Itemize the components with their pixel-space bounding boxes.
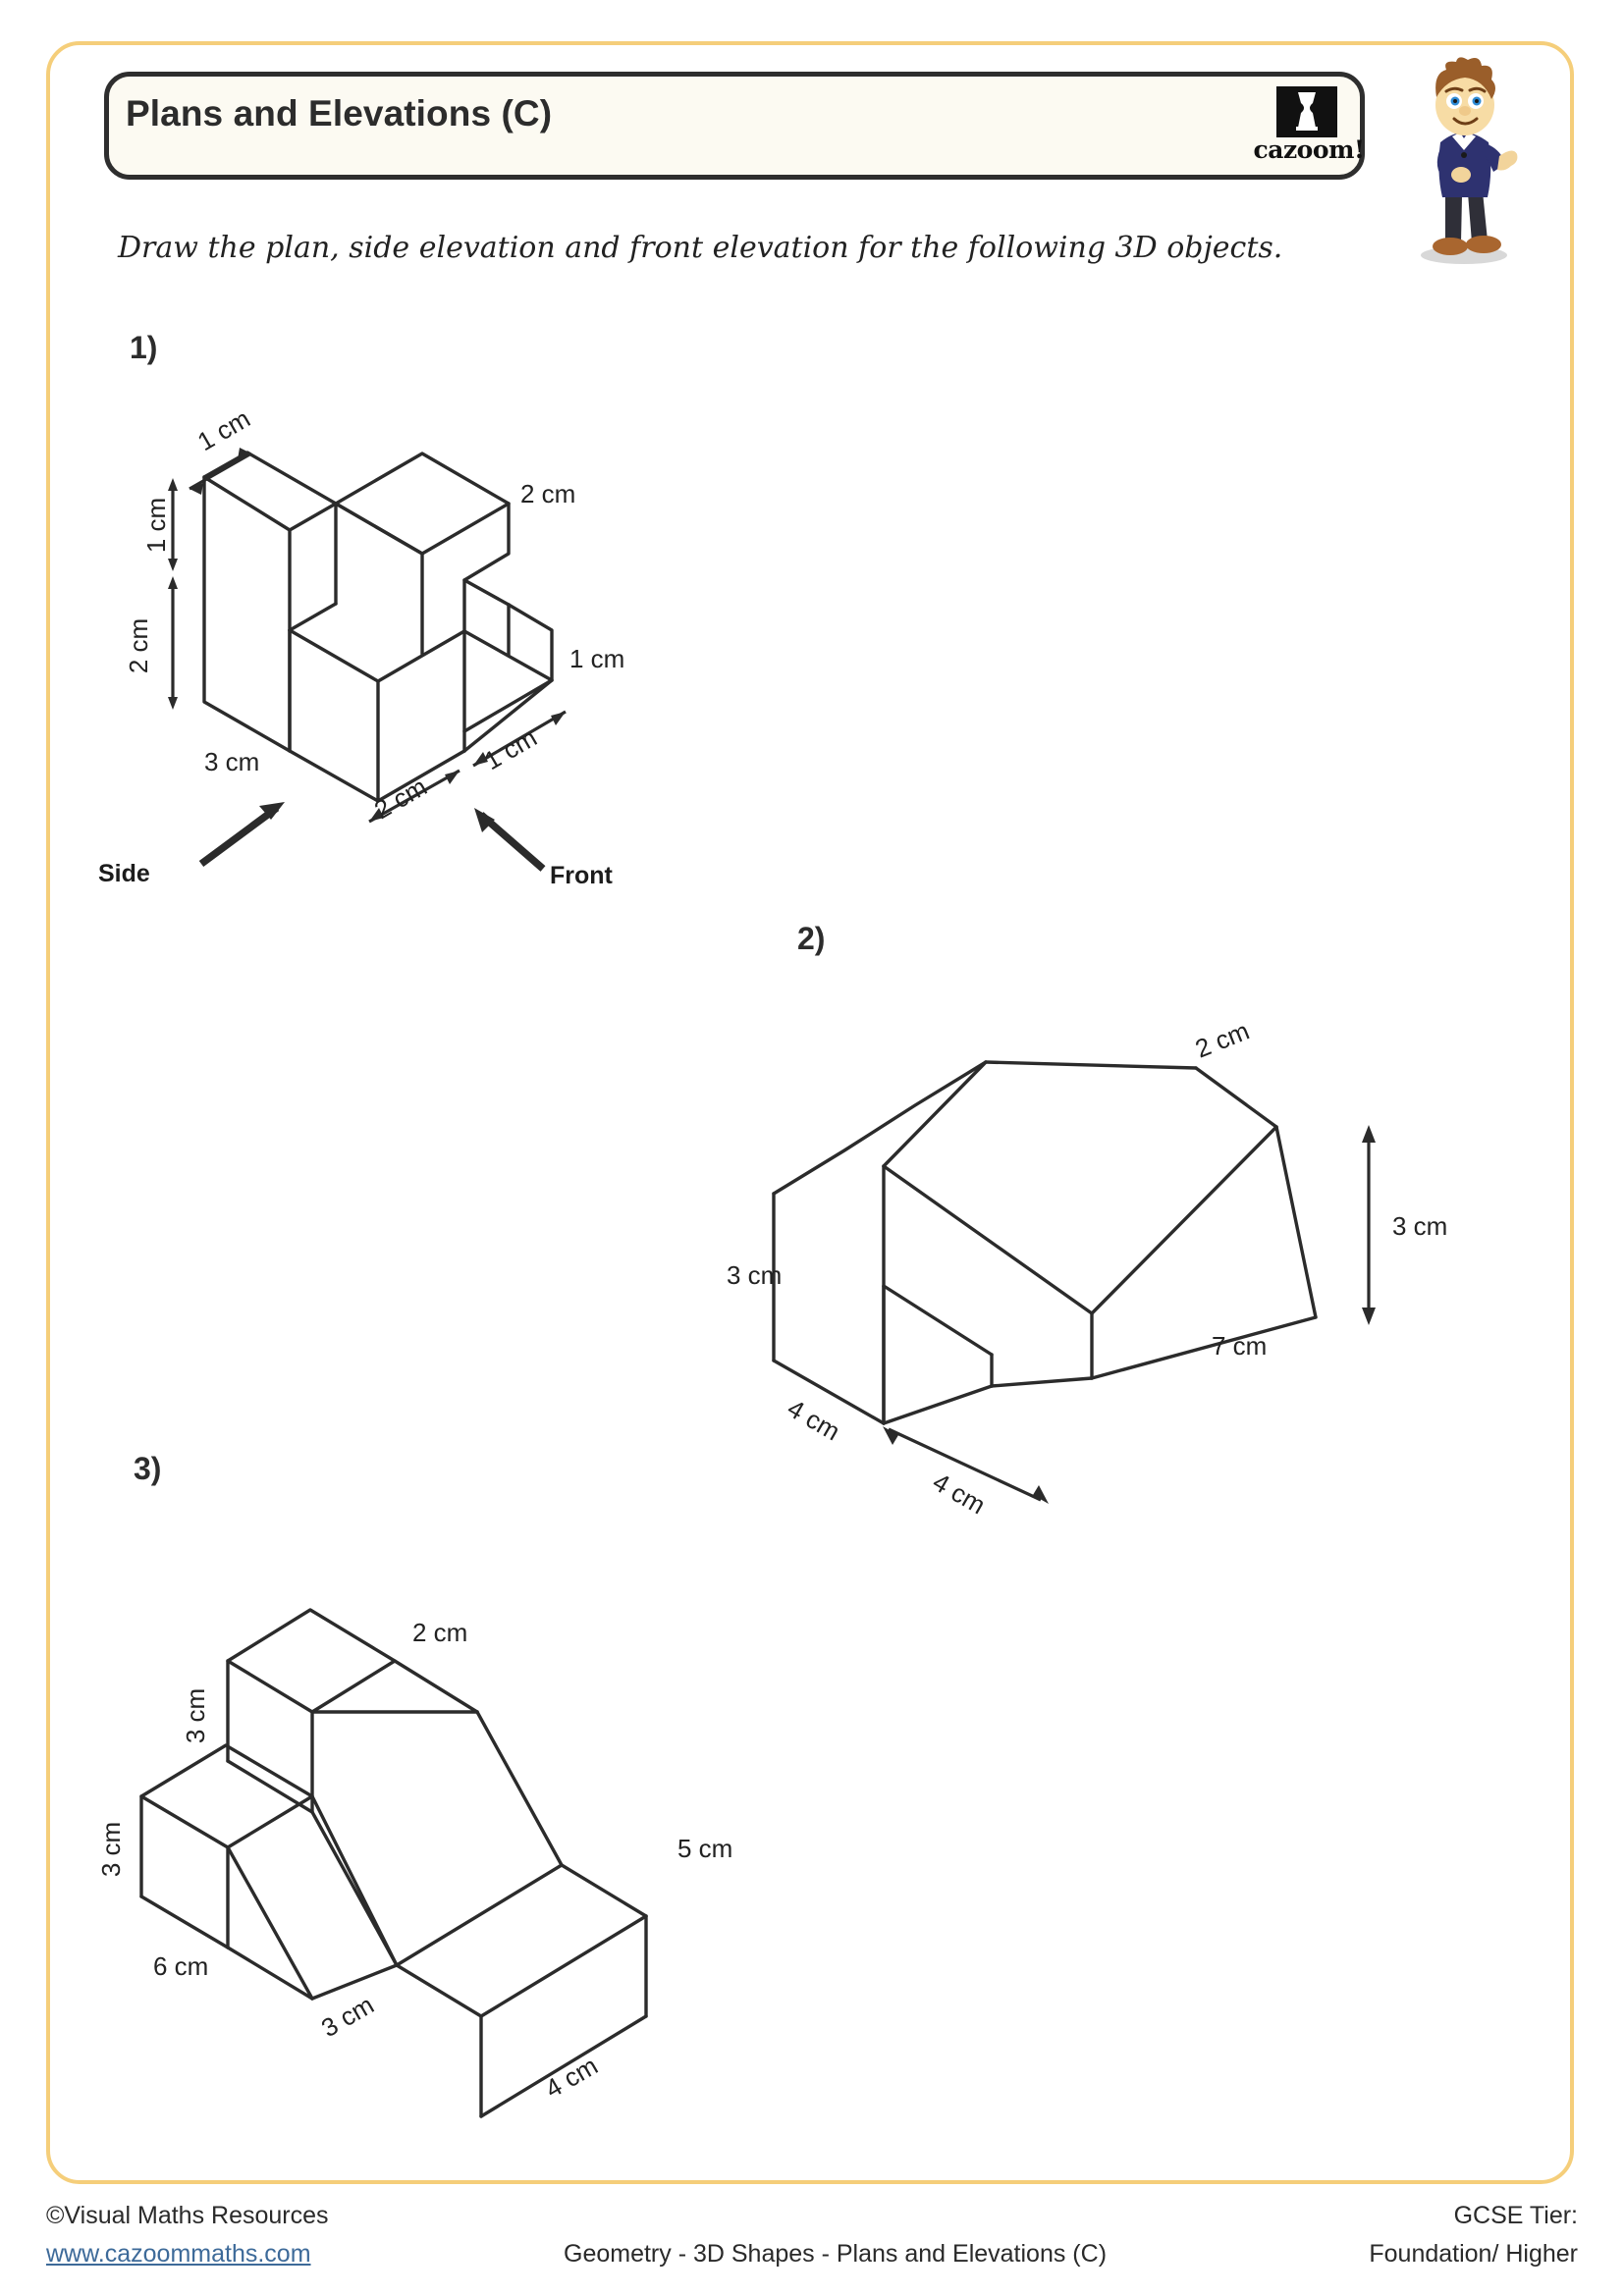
footer-tier-value: Foundation/ Higher — [1369, 2240, 1578, 2268]
mascot-character — [1389, 54, 1537, 270]
solid-3-edges — [139, 1608, 648, 2118]
front-view-pointer: Front — [474, 808, 614, 889]
question-number-1: 1) — [130, 330, 158, 365]
solid-2-edges — [772, 1060, 1318, 1425]
dim-label-1c: 1 cm — [141, 498, 171, 553]
dim-left-lower-height: 2 cm — [124, 576, 178, 710]
dim-label-2c: 3 cm — [727, 1260, 782, 1290]
figure-question-2: 2 cm 3 cm 3 cm 7 cm 4 cm 4 cm — [727, 942, 1551, 1531]
dim-label-3a: 2 cm — [412, 1618, 467, 1647]
dim-label-1e: 3 cm — [204, 747, 259, 776]
question-number-2: 2) — [797, 921, 826, 956]
cazoom-logo: cazoom! — [1249, 86, 1369, 167]
front-label: Front — [550, 862, 614, 889]
mascot-svg — [1421, 57, 1518, 264]
logo-wordmark: cazoom! — [1253, 135, 1365, 164]
dim-left-upper-height: 1 cm — [141, 478, 178, 571]
dim-label-3c: 3 cm — [96, 1822, 126, 1877]
logo-glyph-svg — [1276, 86, 1337, 137]
dim-label-3g: 4 cm — [540, 2051, 603, 2104]
footer-copyright: ©Visual Maths Resources — [46, 2202, 329, 2229]
dim-label-3f: 3 cm — [316, 1990, 379, 2043]
dim-label-2f: 4 cm — [928, 1467, 991, 1520]
footer-tier-label: GCSE Tier: — [1453, 2202, 1578, 2229]
figure-3-svg: 2 cm 3 cm 3 cm 5 cm 6 cm 3 cm 4 cm — [96, 1608, 732, 2118]
dim-label-2d: 7 cm — [1212, 1331, 1267, 1361]
figure-1-svg: 1 cm 2 cm 1 cm 2 cm 3 cm 1 cm 2 cm — [98, 403, 624, 889]
instruction-text: Draw the plan, side elevation and front … — [118, 231, 1283, 265]
dim-label-2a: 2 cm — [1191, 1016, 1253, 1064]
footer-topic: Geometry - 3D Shapes - Plans and Elevati… — [564, 2240, 1108, 2268]
hourglass-goblet-icon — [1276, 86, 1337, 137]
dim-bottom-right-depth: 1 cm — [472, 710, 567, 775]
page-title: Plans and Elevations (C) — [126, 93, 553, 133]
side-label: Side — [98, 860, 150, 887]
page-border — [46, 41, 1574, 2184]
dim-bottom-front-depth: 2 cm — [368, 769, 460, 825]
title-box — [104, 72, 1365, 180]
dim-label-3e: 6 cm — [153, 1951, 208, 1981]
side-view-pointer: Side — [98, 802, 285, 887]
dim-label-2e: 4 cm — [783, 1393, 845, 1446]
dim-label-1f: 1 cm — [569, 644, 624, 673]
dim-label-1b: 2 cm — [520, 479, 575, 508]
figure-2-svg: 2 cm 3 cm 3 cm 7 cm 4 cm 4 cm — [727, 1016, 1447, 1521]
dim-right-height: 3 cm — [1362, 1125, 1447, 1325]
dim-label-1a: 1 cm — [192, 403, 255, 456]
dim-label-3b: 3 cm — [181, 1688, 210, 1743]
figure-question-1: 1 cm 2 cm 1 cm 2 cm 3 cm 1 cm 2 cm — [88, 373, 795, 923]
figure-question-3: 2 cm 3 cm 3 cm 5 cm 6 cm 3 cm 4 cm — [96, 1472, 864, 2160]
dim-label-1d: 2 cm — [124, 618, 153, 673]
solid-1-edges — [202, 451, 554, 803]
dim-bottom-front-depth-2: 4 cm — [883, 1426, 1049, 1520]
question-number-3: 3) — [134, 1451, 162, 1486]
dim-label-2b: 3 cm — [1392, 1211, 1447, 1241]
footer-website-link[interactable]: www.cazoommaths.com — [46, 2240, 311, 2268]
dim-label-3d: 5 cm — [677, 1834, 732, 1863]
